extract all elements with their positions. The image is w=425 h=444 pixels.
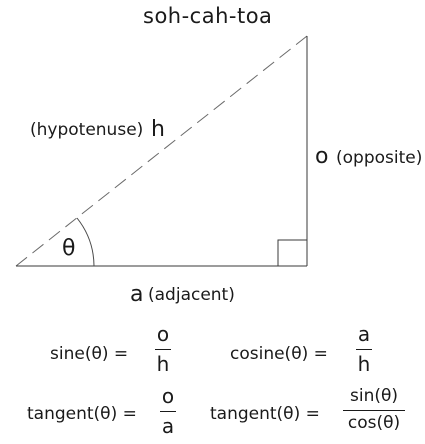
sine-formula-lhs: sine(θ) = (50, 344, 129, 364)
fraction-bar (343, 410, 405, 411)
angle-theta: θ (62, 236, 76, 261)
fraction-bar (155, 349, 171, 350)
hypotenuse-label: (hypotenuse) (30, 120, 144, 140)
tangent-denominator: a (161, 414, 175, 438)
hypotenuse-letter: h (151, 117, 165, 142)
cosine-numerator: a (357, 322, 371, 346)
tangent-ratio-denominator: cos(θ) (347, 413, 401, 433)
opposite-label: (opposite) (336, 148, 423, 168)
fraction-bar (160, 411, 176, 412)
cosine-fraction: a h (354, 324, 374, 374)
right-angle-marker (277, 239, 307, 266)
cosine-formula-lhs: cosine(θ) = (230, 344, 328, 364)
sine-numerator: o (156, 322, 170, 346)
tangent-formula-lhs: tangent(θ) = (27, 404, 137, 424)
tangent-numerator: o (161, 384, 175, 408)
diagram-title: soh-cah-toa (143, 4, 273, 28)
hypotenuse-line (15, 35, 308, 267)
tangent-ratio-formula-lhs: tangent(θ) = (210, 404, 320, 424)
opposite-letter: o (315, 144, 329, 169)
adjacent-letter: a (130, 282, 144, 307)
sine-denominator: h (156, 352, 170, 376)
fraction-bar (356, 349, 372, 350)
tangent-ratio-fraction: sin(θ) cos(θ) (341, 388, 407, 432)
angle-arc (76, 217, 95, 267)
cosine-denominator: h (357, 352, 371, 376)
sine-fraction: o h (153, 324, 173, 374)
tangent-fraction: o a (158, 386, 178, 436)
adjacent-label: (adjacent) (148, 285, 235, 305)
tangent-ratio-numerator: sin(θ) (349, 386, 399, 406)
